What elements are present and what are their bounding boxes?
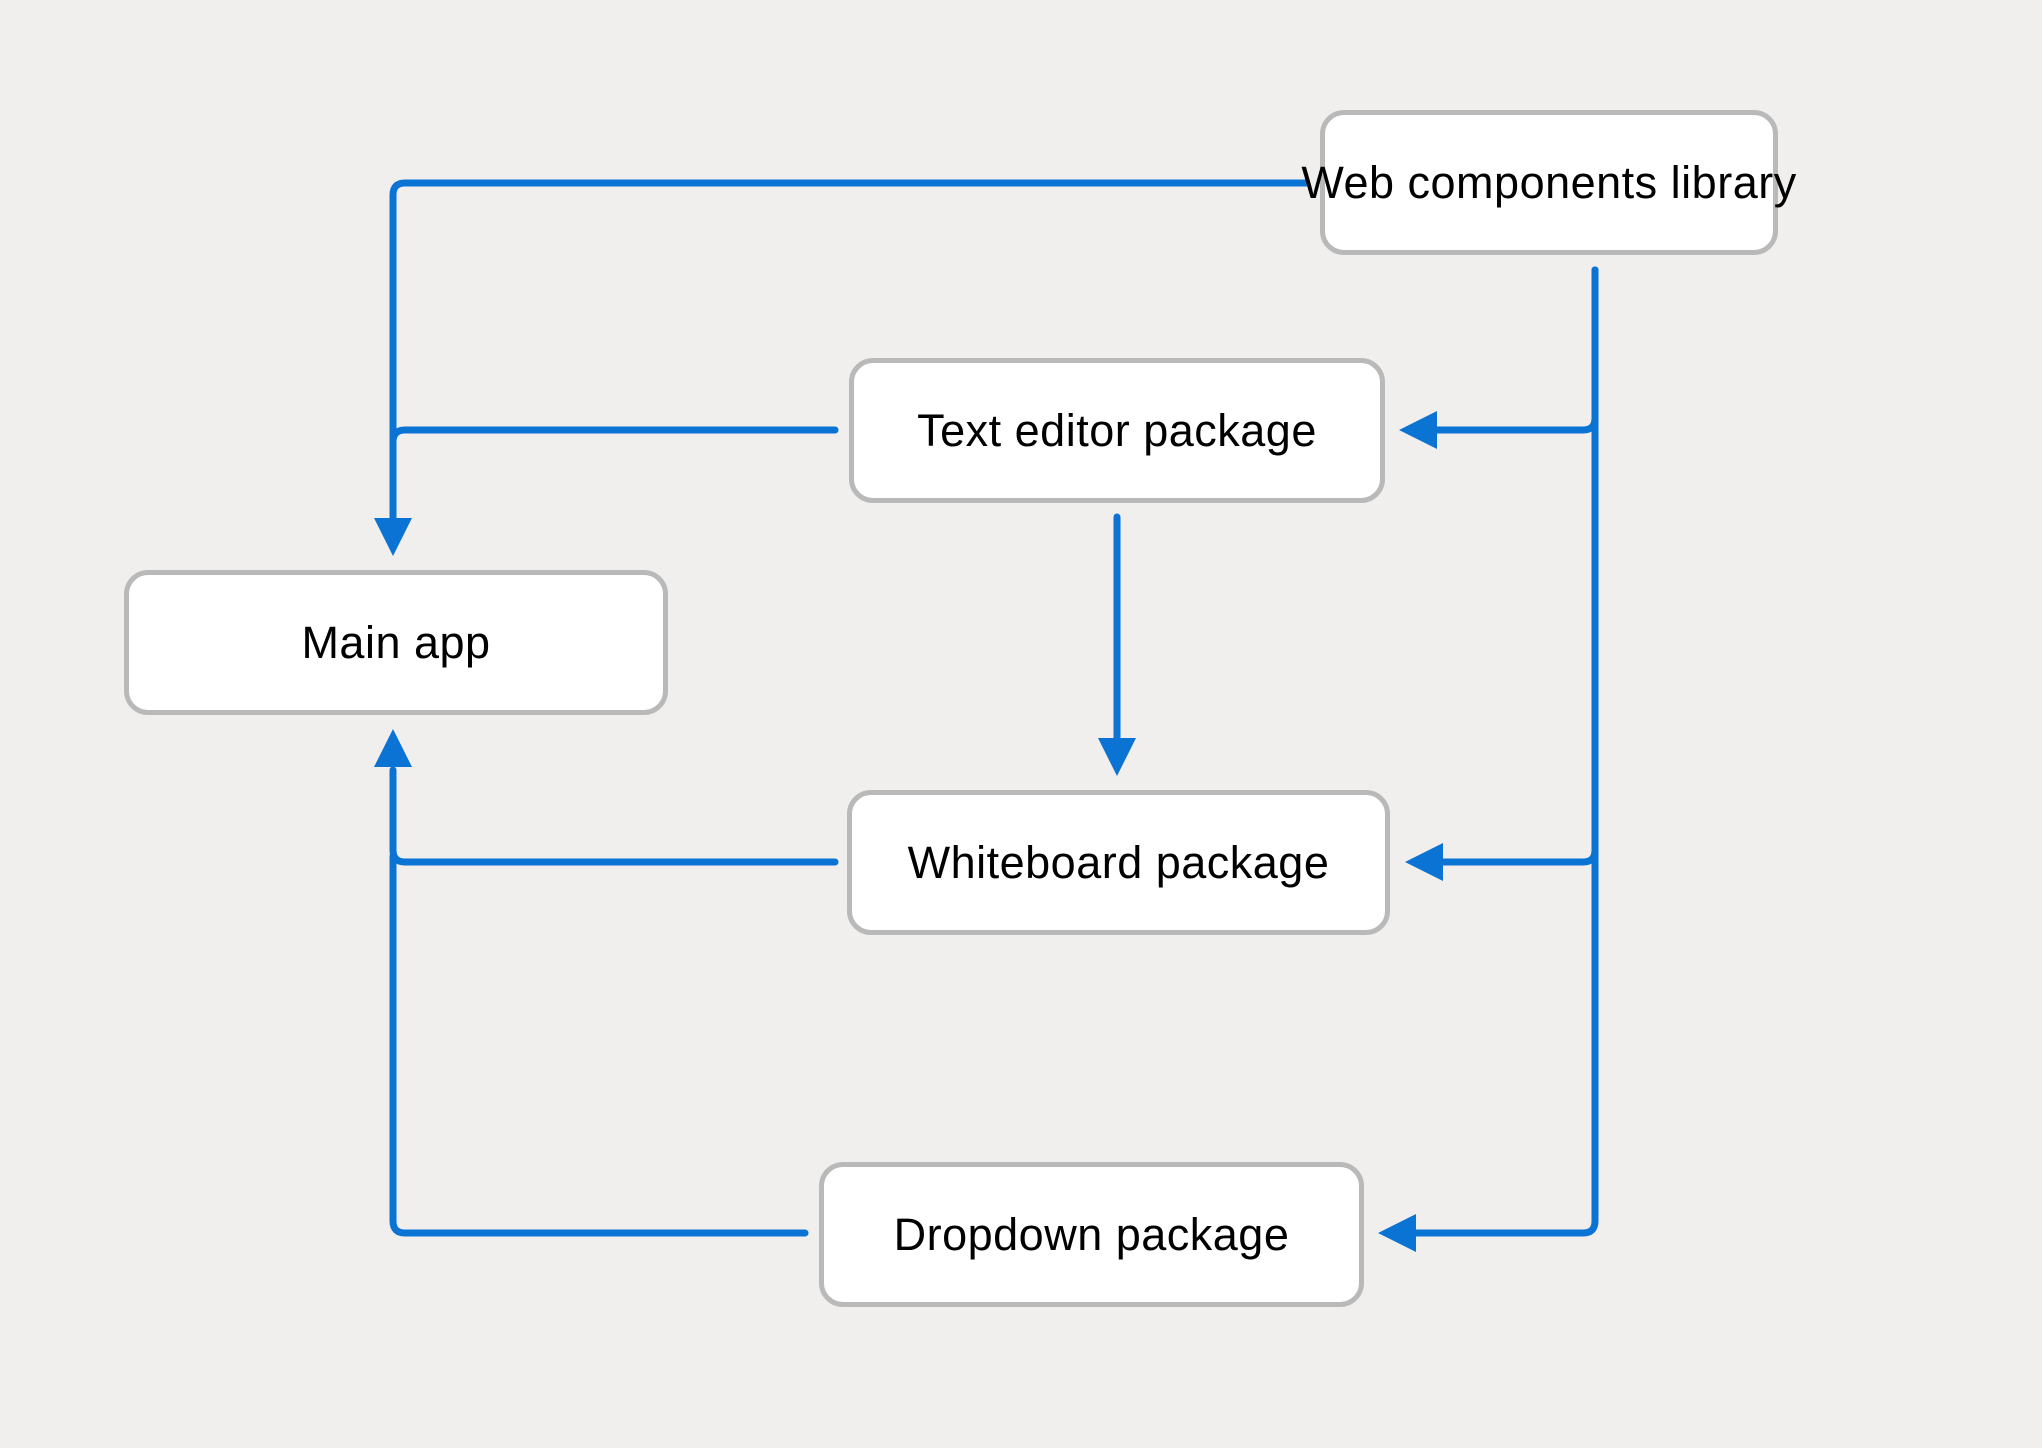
arrowhead-into-main-app-bottom	[374, 729, 412, 767]
node-label-dropdown-package: Dropdown package	[893, 1208, 1290, 1260]
edge-web-components-to-text-editor	[1433, 266, 1599, 434]
edge-lines	[389, 179, 1599, 1237]
arrowhead-into-text-editor	[1399, 411, 1437, 449]
node-dropdown-package: Dropdown package	[819, 1162, 1364, 1307]
node-label-whiteboard-package: Whiteboard package	[907, 836, 1330, 888]
arrowhead-into-whiteboard-right	[1405, 843, 1443, 881]
edge-whiteboard-to-main-app	[389, 766, 839, 866]
arrowhead-into-dropdown	[1378, 1214, 1416, 1252]
edge-web-components-to-main-app	[389, 179, 1310, 524]
node-label-text-editor-package: Text editor package	[917, 404, 1317, 456]
node-web-components-library: Web components library	[1301, 110, 1796, 255]
node-main-app: Main app	[124, 570, 668, 715]
node-label-main-app: Main app	[301, 616, 491, 668]
node-whiteboard-package: Whiteboard package	[847, 790, 1390, 935]
edge-dropdown-to-main-app	[389, 852, 809, 1237]
arrowhead-into-whiteboard-top	[1098, 738, 1136, 776]
edge-arrowheads	[374, 411, 1443, 1252]
edge-web-components-to-whiteboard	[1439, 266, 1599, 866]
arrowhead-into-main-app-top	[374, 518, 412, 556]
edge-web-components-to-dropdown	[1412, 266, 1599, 1237]
node-text-editor-package: Text editor package	[849, 358, 1385, 503]
edge-text-editor-to-main-app	[389, 426, 839, 524]
node-label-web-components-library: Web components library	[1301, 156, 1797, 208]
